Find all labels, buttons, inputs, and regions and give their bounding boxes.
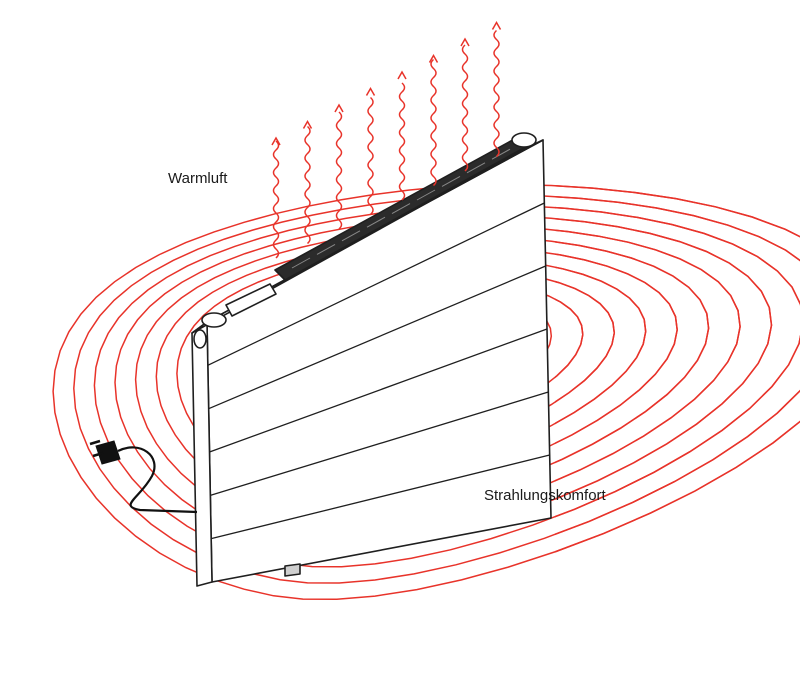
grille-slot [466, 162, 486, 174]
radiant-heat-wave-outer [555, 184, 800, 553]
warm-air-arrowhead [491, 20, 502, 30]
warm-air-arrow-icon [272, 140, 280, 259]
warm-air-arrow-icon [430, 58, 437, 187]
warm-air-arrowhead [334, 103, 344, 113]
warm-air-arrow-icon [367, 96, 374, 216]
grille-slot [291, 257, 311, 269]
power-cable-icon [117, 446, 198, 514]
radiant-comfort-label: Strahlungskomfort [484, 487, 606, 504]
warm-air-arrow-icon [304, 125, 311, 245]
grille-slot [316, 243, 336, 255]
grille-slot [341, 230, 361, 242]
warm-air-arrow-icon [398, 82, 406, 201]
warm-air-label: Warmluft [168, 170, 228, 187]
grille-slot [441, 175, 461, 187]
warm-air-arrowhead [271, 136, 281, 146]
grille-slot [416, 189, 436, 201]
panel-groove [210, 391, 549, 496]
warm-air-arrowhead [365, 86, 376, 96]
panel-groove [207, 202, 545, 366]
power-plug-icon [89, 439, 198, 514]
grille-slot [391, 203, 411, 215]
warm-air-arrowhead [397, 70, 407, 80]
panel-groove [209, 328, 548, 453]
radiator-icon [191, 132, 552, 587]
warm-air-arrows [271, 20, 502, 259]
panel-groove [211, 454, 550, 540]
warm-air-arrowhead [302, 119, 313, 129]
grille-slot [491, 148, 511, 160]
radiant-heat-wave-outer [555, 206, 800, 518]
warm-air-arrow-icon [461, 44, 469, 172]
panel-groove [208, 265, 546, 410]
warm-air-arrow-icon [335, 111, 343, 230]
radiant-heat-waves-outer [555, 184, 800, 553]
warm-air-arrowhead [428, 53, 439, 63]
warm-air-arrowhead [460, 37, 470, 47]
radiant-heat-wave-outer [555, 217, 773, 500]
warm-air-arrow-icon [493, 29, 500, 158]
grille-slot [366, 216, 386, 228]
radiant-heat-wave-outer [555, 195, 800, 536]
